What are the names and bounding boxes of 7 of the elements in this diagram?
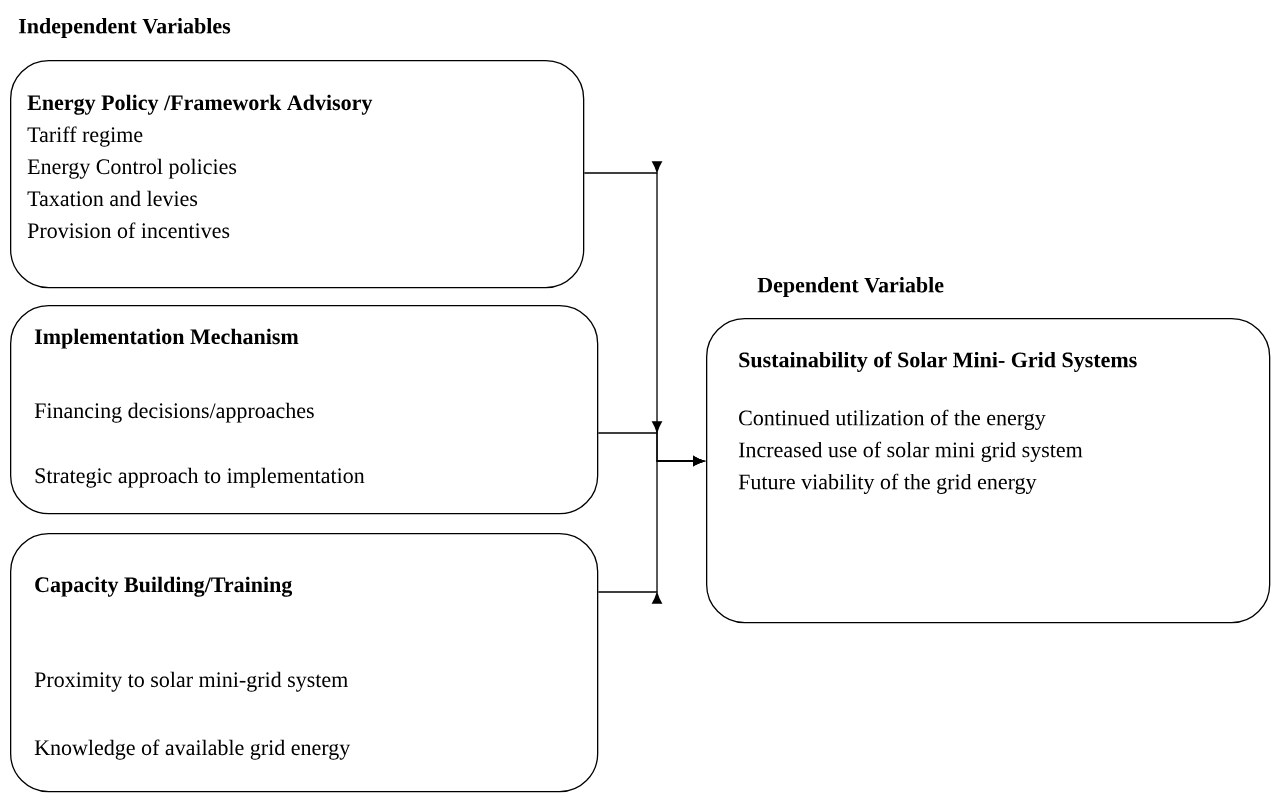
heading-label: Independent Variables [18,18,231,38]
arrow [597,456,705,604]
variable-box: Sustainability of Solar Mini- Grid Systems Continued utilization of the energy Increased use of solar mini grid system Future viability of the grid energy [706,318,1271,624]
variable-box: Energy Policy /Framework Advisory Tariff regime Energy Control policies Taxation and levies Provision of incentives [10,60,585,289]
variable-box: Capacity Building/Training Proximity to solar mini-grid system Knowledge of available grid energy [10,533,599,793]
variable-box: Implementation Mechanism Financing decisions/approaches Strategic approach to implementation [10,305,599,515]
heading-label: Dependent Variable [757,277,944,297]
